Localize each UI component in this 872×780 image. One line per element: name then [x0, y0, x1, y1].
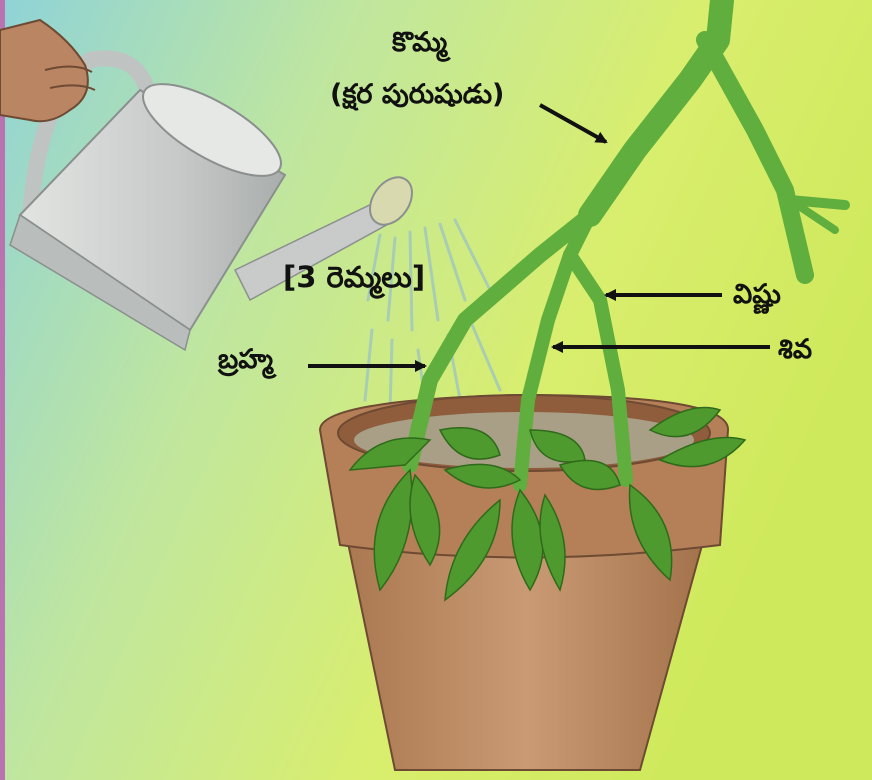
label-branch: కొమ్మ — [392, 28, 447, 58]
label-shiva: శివ — [778, 335, 812, 365]
label-branch-subtitle: (క్షర పురుషుడు) — [330, 80, 504, 110]
label-three-twigs: [3 రెమ్మలు] — [283, 262, 425, 294]
label-vishnu: విష్ణు — [733, 280, 781, 310]
label-brahma: బ్రహ్మ — [218, 345, 273, 375]
left-border — [0, 0, 5, 780]
